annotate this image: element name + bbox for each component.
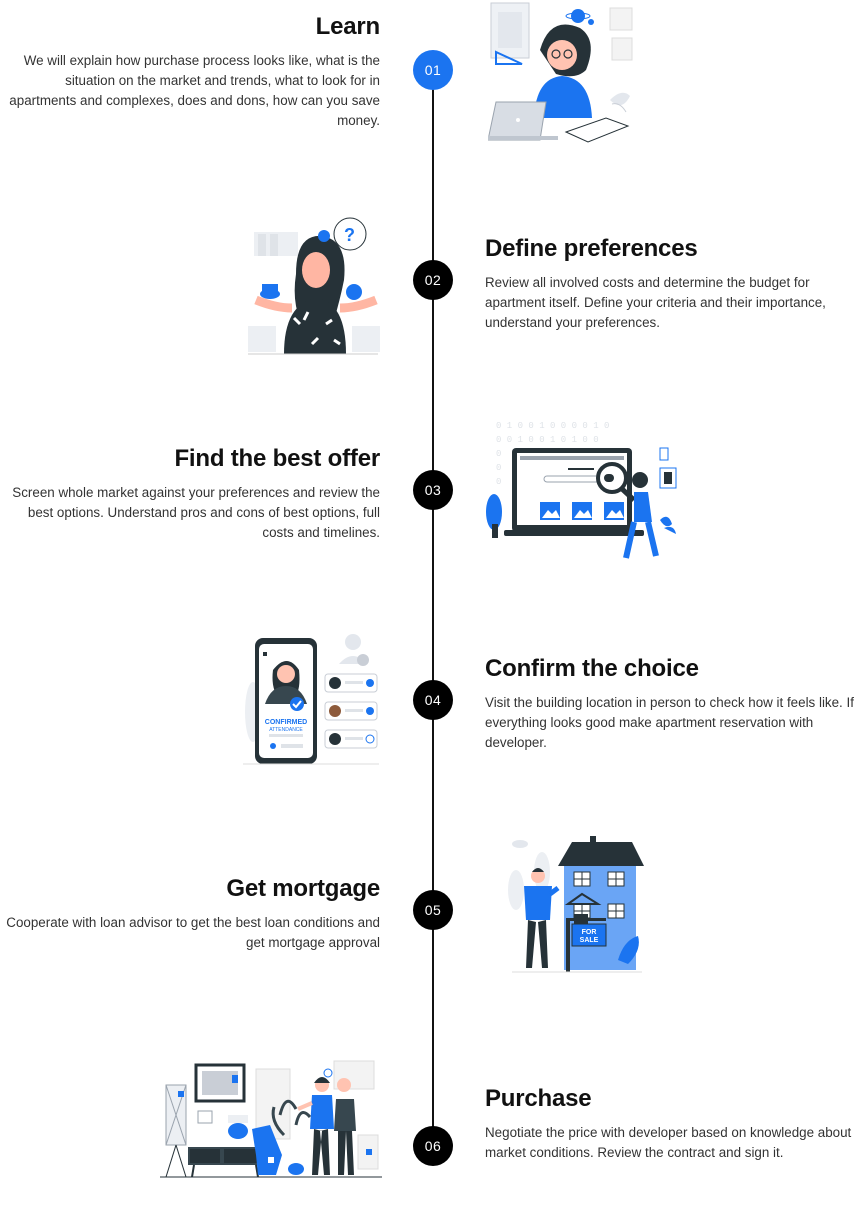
svg-text:0 1 0 0 1 0 0 0 0 1 0: 0 1 0 0 1 0 0 0 0 1 0 — [496, 421, 609, 431]
step-5-number: 05 — [413, 890, 453, 930]
couple-new-apartment-illustration — [160, 1055, 384, 1181]
for-label: FOR — [582, 929, 597, 936]
confirmed-attendance-phone-illustration: CONFIRMED ATTENDANCE — [243, 630, 381, 768]
svg-text:0 0 1 0 0 1 0 1 0 0: 0 0 1 0 0 1 0 1 0 0 — [496, 435, 599, 445]
step-2-description: Review all involved costs and determine … — [485, 275, 826, 330]
step-3-number: 03 — [413, 470, 453, 510]
svg-text:0: 0 — [496, 477, 501, 487]
step-5-description: Cooperate with loan advisor to get the b… — [6, 915, 380, 950]
step-6-number: 06 — [413, 1126, 453, 1166]
step-5-text: Get mortgage Cooperate with loan advisor… — [0, 875, 380, 953]
step-4-title: Confirm the choice — [485, 655, 699, 682]
house-for-sale-illustration: FOR SALE — [502, 834, 650, 976]
step-1-text: Learn We will explain how purchase proce… — [0, 13, 380, 131]
sale-label: SALE — [580, 937, 599, 944]
step-3-description: Screen whole market against your prefere… — [12, 485, 380, 540]
step-6-title: Purchase — [485, 1085, 592, 1112]
step-5-title: Get mortgage — [226, 875, 380, 902]
step-1-description: We will explain how purchase process loo… — [9, 53, 380, 128]
confirmed-label: CONFIRMED — [265, 719, 307, 726]
svg-text:?: ? — [344, 225, 355, 245]
step-1-title: Learn — [315, 13, 381, 40]
step-3-text: Find the best offer Screen whole market … — [0, 445, 380, 543]
step-3-title: Find the best offer — [174, 445, 380, 472]
step-1-number: 01 — [413, 50, 453, 90]
step-4-text: Confirm the choice Visit the building lo… — [485, 655, 855, 753]
step-4-number: 04 — [413, 680, 453, 720]
timeline-line — [432, 70, 434, 1146]
woman-searching-screen-illustration: 0 1 0 0 1 0 0 0 0 1 0 0 0 1 0 0 1 0 1 0 … — [484, 416, 680, 562]
svg-text:0: 0 — [496, 463, 501, 473]
attendance-label: ATTENDANCE — [269, 727, 303, 733]
step-2-title: Define preferences — [485, 235, 698, 262]
woman-comparing-options-illustration: ? — [248, 214, 383, 356]
step-6-description: Negotiate the price with developer based… — [485, 1125, 852, 1160]
step-2-number: 02 — [413, 260, 453, 300]
step-2-text: Define preferences Review all involved c… — [485, 235, 855, 333]
woman-studying-laptop-illustration — [488, 0, 638, 145]
step-6-text: Purchase Negotiate the price with develo… — [485, 1085, 855, 1163]
step-4-description: Visit the building location in person to… — [485, 695, 854, 750]
svg-text:0: 0 — [496, 449, 501, 459]
